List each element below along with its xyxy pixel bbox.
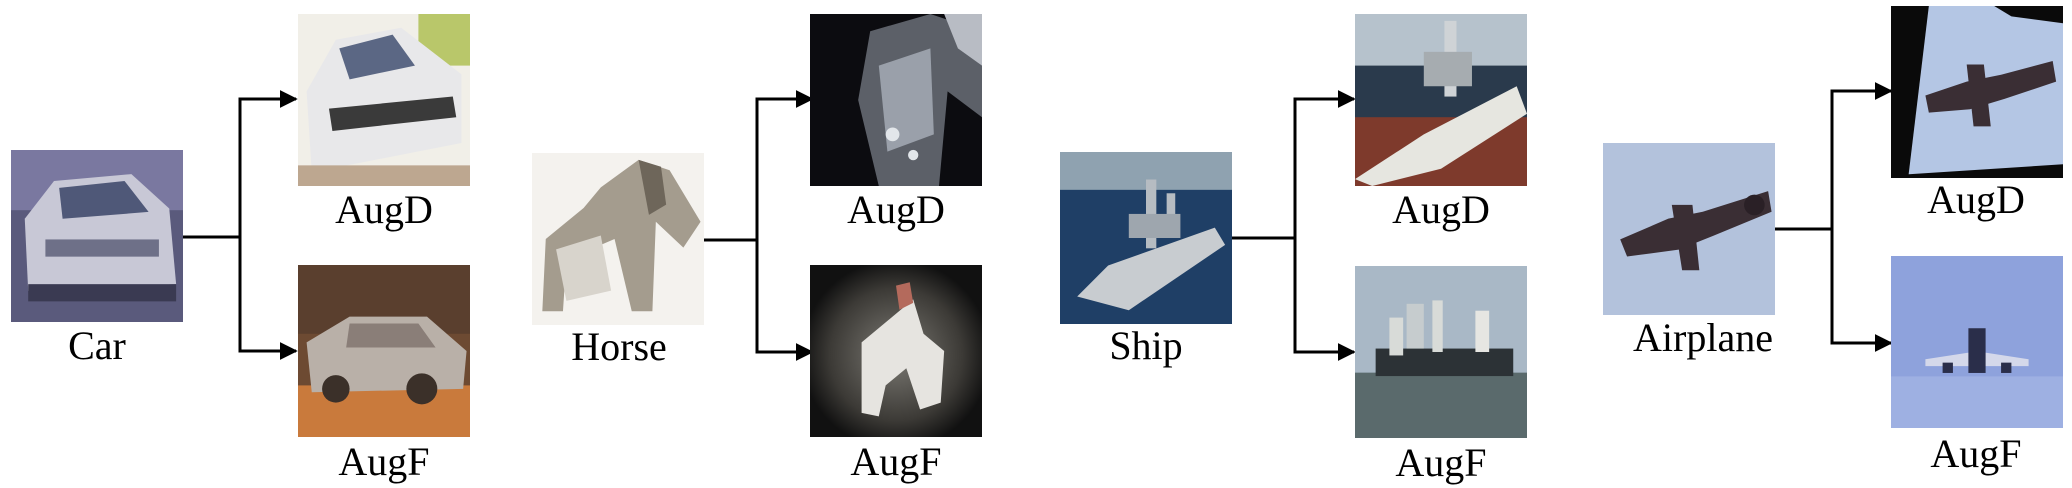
airplane-augf-label: AugF (1930, 431, 2022, 476)
airplane-original-image (1603, 143, 1775, 315)
car-arrow-augd (183, 90, 298, 239)
car-augf-image (298, 265, 470, 437)
horse-augd-label: AugD (847, 187, 945, 232)
horse-original-image (532, 153, 704, 325)
car-augd-label: AugD (335, 187, 433, 232)
airplane-arrow-augd (1773, 82, 1893, 231)
car-augf-label: AugF (338, 439, 430, 484)
airplane-augd-label: AugD (1927, 177, 2025, 222)
car-label: Car (68, 323, 126, 368)
horse-label: Horse (571, 324, 667, 369)
airplane-augf-image (1891, 256, 2063, 428)
ship-augf-image (1355, 266, 1527, 438)
ship-augf-label: AugF (1395, 440, 1487, 485)
ship-augd-image (1355, 14, 1527, 186)
ship-arrow-augf (1293, 238, 1356, 361)
ship-label: Ship (1109, 323, 1183, 368)
horse-arrow-augd (703, 90, 814, 242)
car-augd-image (298, 14, 470, 186)
horse-augd-image (810, 14, 982, 186)
airplane-arrow-augf (1830, 229, 1893, 352)
car-original-image (11, 150, 183, 322)
airplane-augd-image (1891, 6, 2063, 178)
ship-arrow-augd (1232, 90, 1356, 240)
horse-augf-image (810, 265, 982, 437)
car-arrow-augf (238, 237, 298, 360)
horse-arrow-augf (755, 240, 814, 361)
ship-original-image (1060, 152, 1232, 324)
ship-augd-label: AugD (1392, 187, 1490, 232)
airplane-label: Airplane (1633, 315, 1773, 360)
horse-augf-label: AugF (850, 439, 942, 484)
